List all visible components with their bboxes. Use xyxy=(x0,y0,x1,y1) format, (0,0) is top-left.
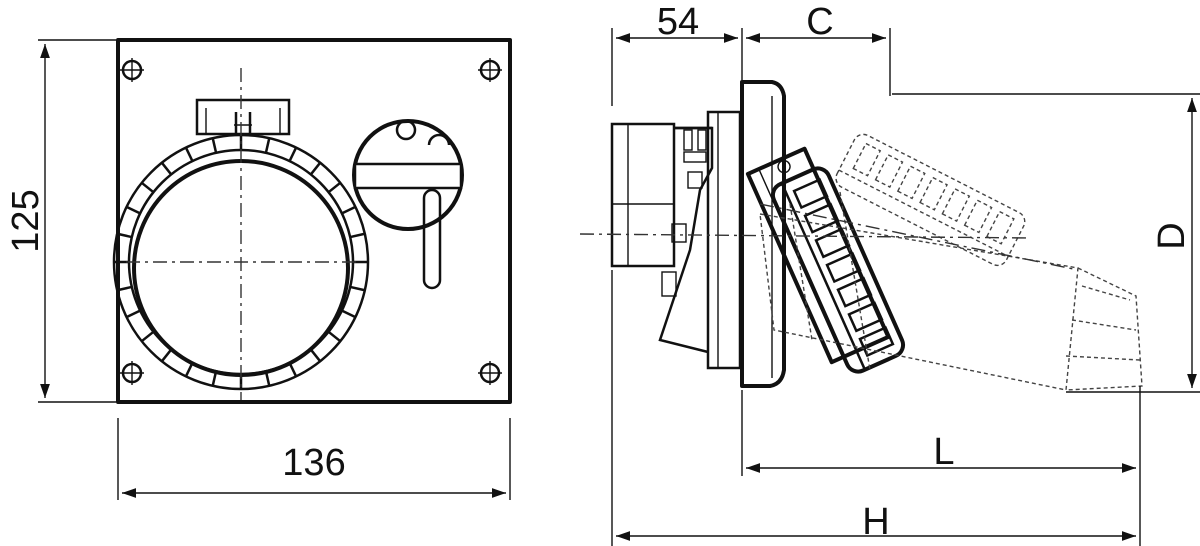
nut-rib xyxy=(803,202,840,234)
lid-rib xyxy=(919,176,948,211)
lid-rib xyxy=(941,187,971,223)
ring-rib xyxy=(140,330,155,343)
mounting-plate xyxy=(116,38,512,404)
dim-height-front: 125 xyxy=(5,39,116,403)
dim-label-l: L xyxy=(933,431,954,473)
nut-rib xyxy=(858,325,895,358)
ring-rib xyxy=(264,137,271,154)
lid-hinge xyxy=(195,98,291,136)
ring-rib xyxy=(341,309,356,319)
ring-rib xyxy=(126,309,141,319)
locking-ring xyxy=(770,166,906,374)
screw-icon xyxy=(478,361,502,385)
ring-rib xyxy=(341,205,356,215)
rear-box xyxy=(610,122,714,354)
ring-rib xyxy=(288,362,298,377)
ring-rib xyxy=(160,161,173,176)
lid-rib xyxy=(963,199,993,234)
ring-rib xyxy=(184,362,194,377)
screw-icon xyxy=(120,58,144,82)
dim-label-c: C xyxy=(806,1,833,43)
mounting-flange xyxy=(740,80,786,388)
lid-rib xyxy=(852,142,882,177)
lid-rib xyxy=(896,165,926,200)
dim-label-h: H xyxy=(862,501,889,543)
ring-rib xyxy=(140,181,155,194)
screw-icon xyxy=(120,361,144,385)
front-view xyxy=(112,38,512,404)
ring-rib xyxy=(116,285,133,292)
nut-rib xyxy=(825,251,862,284)
side-view xyxy=(579,80,1143,391)
dim-c: C xyxy=(746,1,891,96)
ring-rib xyxy=(184,147,194,162)
ring-rib xyxy=(160,348,173,363)
ring-rib xyxy=(349,285,366,292)
nut-rib xyxy=(847,301,884,333)
dim-h: H xyxy=(611,270,1136,546)
center-line xyxy=(759,203,1079,271)
rotary-switch xyxy=(352,119,464,290)
ring-rib xyxy=(288,147,298,162)
dim-width-front: 136 xyxy=(117,418,511,500)
dim-label-d: D xyxy=(1151,222,1193,249)
dim-label-54: 54 xyxy=(657,1,699,43)
ring-rib xyxy=(327,330,342,343)
dim-d: D xyxy=(892,93,1200,393)
dim-label-125: 125 xyxy=(5,189,47,252)
lid-rib xyxy=(874,153,904,189)
nut-rib xyxy=(814,227,851,259)
ring-rib xyxy=(309,161,322,176)
ring-rib xyxy=(211,137,218,154)
plug-ghost xyxy=(759,191,1143,391)
ring-rib xyxy=(116,232,133,239)
center-line xyxy=(579,233,1031,239)
nut-rib xyxy=(836,276,873,308)
lid-open-ghost xyxy=(835,133,1026,267)
screw-icon xyxy=(478,58,502,82)
lid-rib xyxy=(985,210,1015,245)
dim-l: L xyxy=(741,386,1141,546)
ring-rib xyxy=(349,232,366,239)
nut-rib xyxy=(792,177,829,210)
dim-label-136: 136 xyxy=(282,442,345,484)
dim-depth-54: 54 xyxy=(611,1,743,106)
ring-rib xyxy=(327,181,342,194)
ring-rib xyxy=(126,205,141,215)
ring-rib xyxy=(309,348,322,363)
